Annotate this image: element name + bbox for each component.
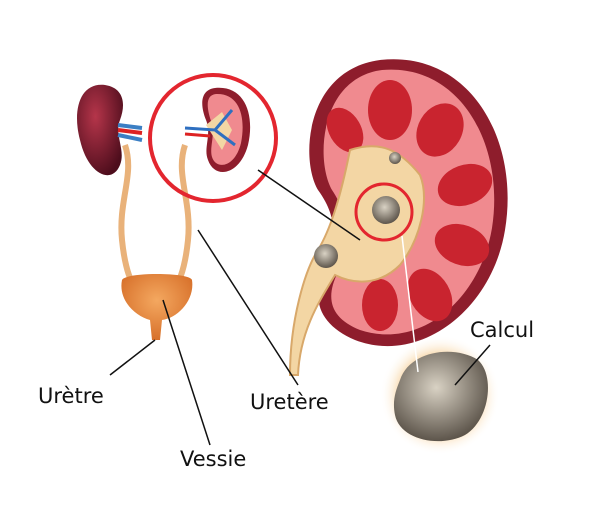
- left-ureter: [118, 144, 135, 284]
- kidney-stone-small-3: [389, 152, 401, 164]
- kidney-stone-small-1: [372, 196, 400, 224]
- label-urethra: Urètre: [38, 384, 104, 408]
- highlight-ring-small-kidney[interactable]: [148, 73, 278, 203]
- label-stone: Calcul: [470, 318, 535, 342]
- right-kidney-small: [184, 87, 251, 172]
- leader-lines: [109, 169, 491, 446]
- right-ureter: [175, 144, 192, 284]
- label-ureter: Uretère: [250, 390, 329, 414]
- label-bladder: Vessie: [180, 447, 247, 471]
- enlarged-stone: [380, 335, 500, 455]
- highlight-ring-stone[interactable]: [354, 182, 414, 242]
- bladder: [121, 274, 193, 340]
- left-kidney-small: [77, 84, 143, 176]
- kidney-stone-small-2: [314, 244, 338, 268]
